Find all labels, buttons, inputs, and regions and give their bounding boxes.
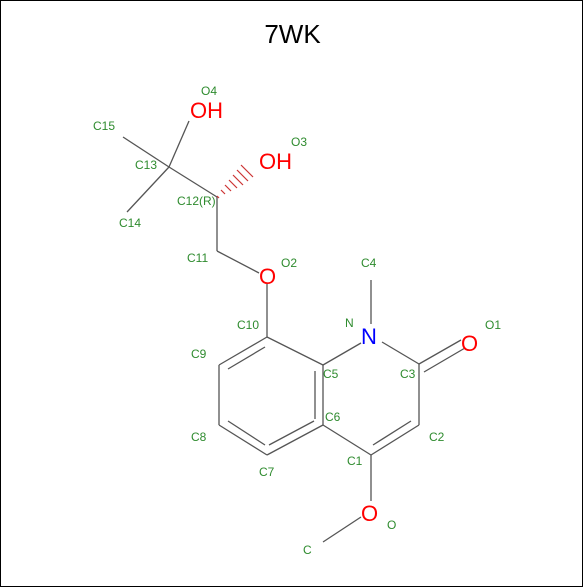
bond-c7-c6-inner	[268, 420, 315, 446]
atom-label-c2: C2	[429, 430, 445, 444]
oxygen-o2: O	[259, 264, 276, 289]
atom-label-o1: O1	[485, 318, 501, 332]
bond-c3-o1	[418, 339, 462, 365]
atom-label-c4: C4	[361, 256, 377, 270]
atom-label-c6: C6	[325, 410, 341, 424]
atom-label-c8: C8	[191, 430, 207, 444]
atom-label-c15: C15	[93, 119, 115, 133]
atom-label-c13: C13	[135, 158, 157, 172]
atom-label-o4: O4	[201, 84, 217, 98]
bond-c3-o1-double	[423, 347, 466, 373]
bond-c13-o4	[168, 120, 190, 168]
bond-c13-c12	[168, 166, 218, 198]
bond-c2-c1	[370, 424, 420, 456]
bond-c7-c6	[266, 424, 324, 456]
atom-label-c5: C5	[323, 367, 339, 381]
atom-label-o2: O2	[281, 256, 297, 270]
bond-c1-c6	[322, 424, 372, 456]
nitrogen-n: N	[361, 324, 377, 349]
bond-c2-c1-inner	[372, 420, 412, 446]
bond-layer	[122, 120, 466, 543]
atom-label-c14: C14	[119, 216, 141, 230]
atom-label-c9: C9	[191, 347, 207, 361]
atom-label-n: N	[345, 316, 354, 330]
atom-label-c1: C1	[347, 454, 363, 468]
bond-c10-c9-inner	[227, 346, 266, 370]
atom-label-c11: C11	[187, 251, 208, 265]
oxygen-o3: OH	[259, 149, 292, 174]
atom-label-o: O	[387, 518, 396, 532]
atom-label-c12: C12(R)	[177, 194, 216, 208]
atom-label-c: C	[303, 543, 312, 557]
bond-c5-c10	[266, 336, 324, 366]
molecule-title: 7WK	[264, 19, 321, 49]
bond-c13-c14	[126, 166, 170, 213]
atom-label-c3: C3	[400, 367, 416, 381]
bond-c8-c7	[218, 424, 268, 456]
bond-o-c	[322, 516, 362, 543]
bond-c8-c7-inner	[227, 420, 266, 446]
hashed-wedge-c12-o3	[216, 164, 254, 199]
atom-label-c7: C7	[259, 465, 275, 479]
bond-n-c3	[381, 341, 420, 365]
bond-c11-o2	[216, 250, 260, 274]
oxygen-o4: OH	[190, 98, 223, 123]
oxygen-methoxy: O	[361, 501, 378, 526]
bond-c10-c9	[218, 336, 268, 366]
bond-c13-c15	[122, 136, 170, 168]
atom-label-c10: C10	[237, 318, 259, 332]
atom-label-o3: O3	[291, 135, 307, 149]
bond-n-c5	[322, 342, 362, 366]
oxygen-o1: O	[461, 331, 478, 356]
